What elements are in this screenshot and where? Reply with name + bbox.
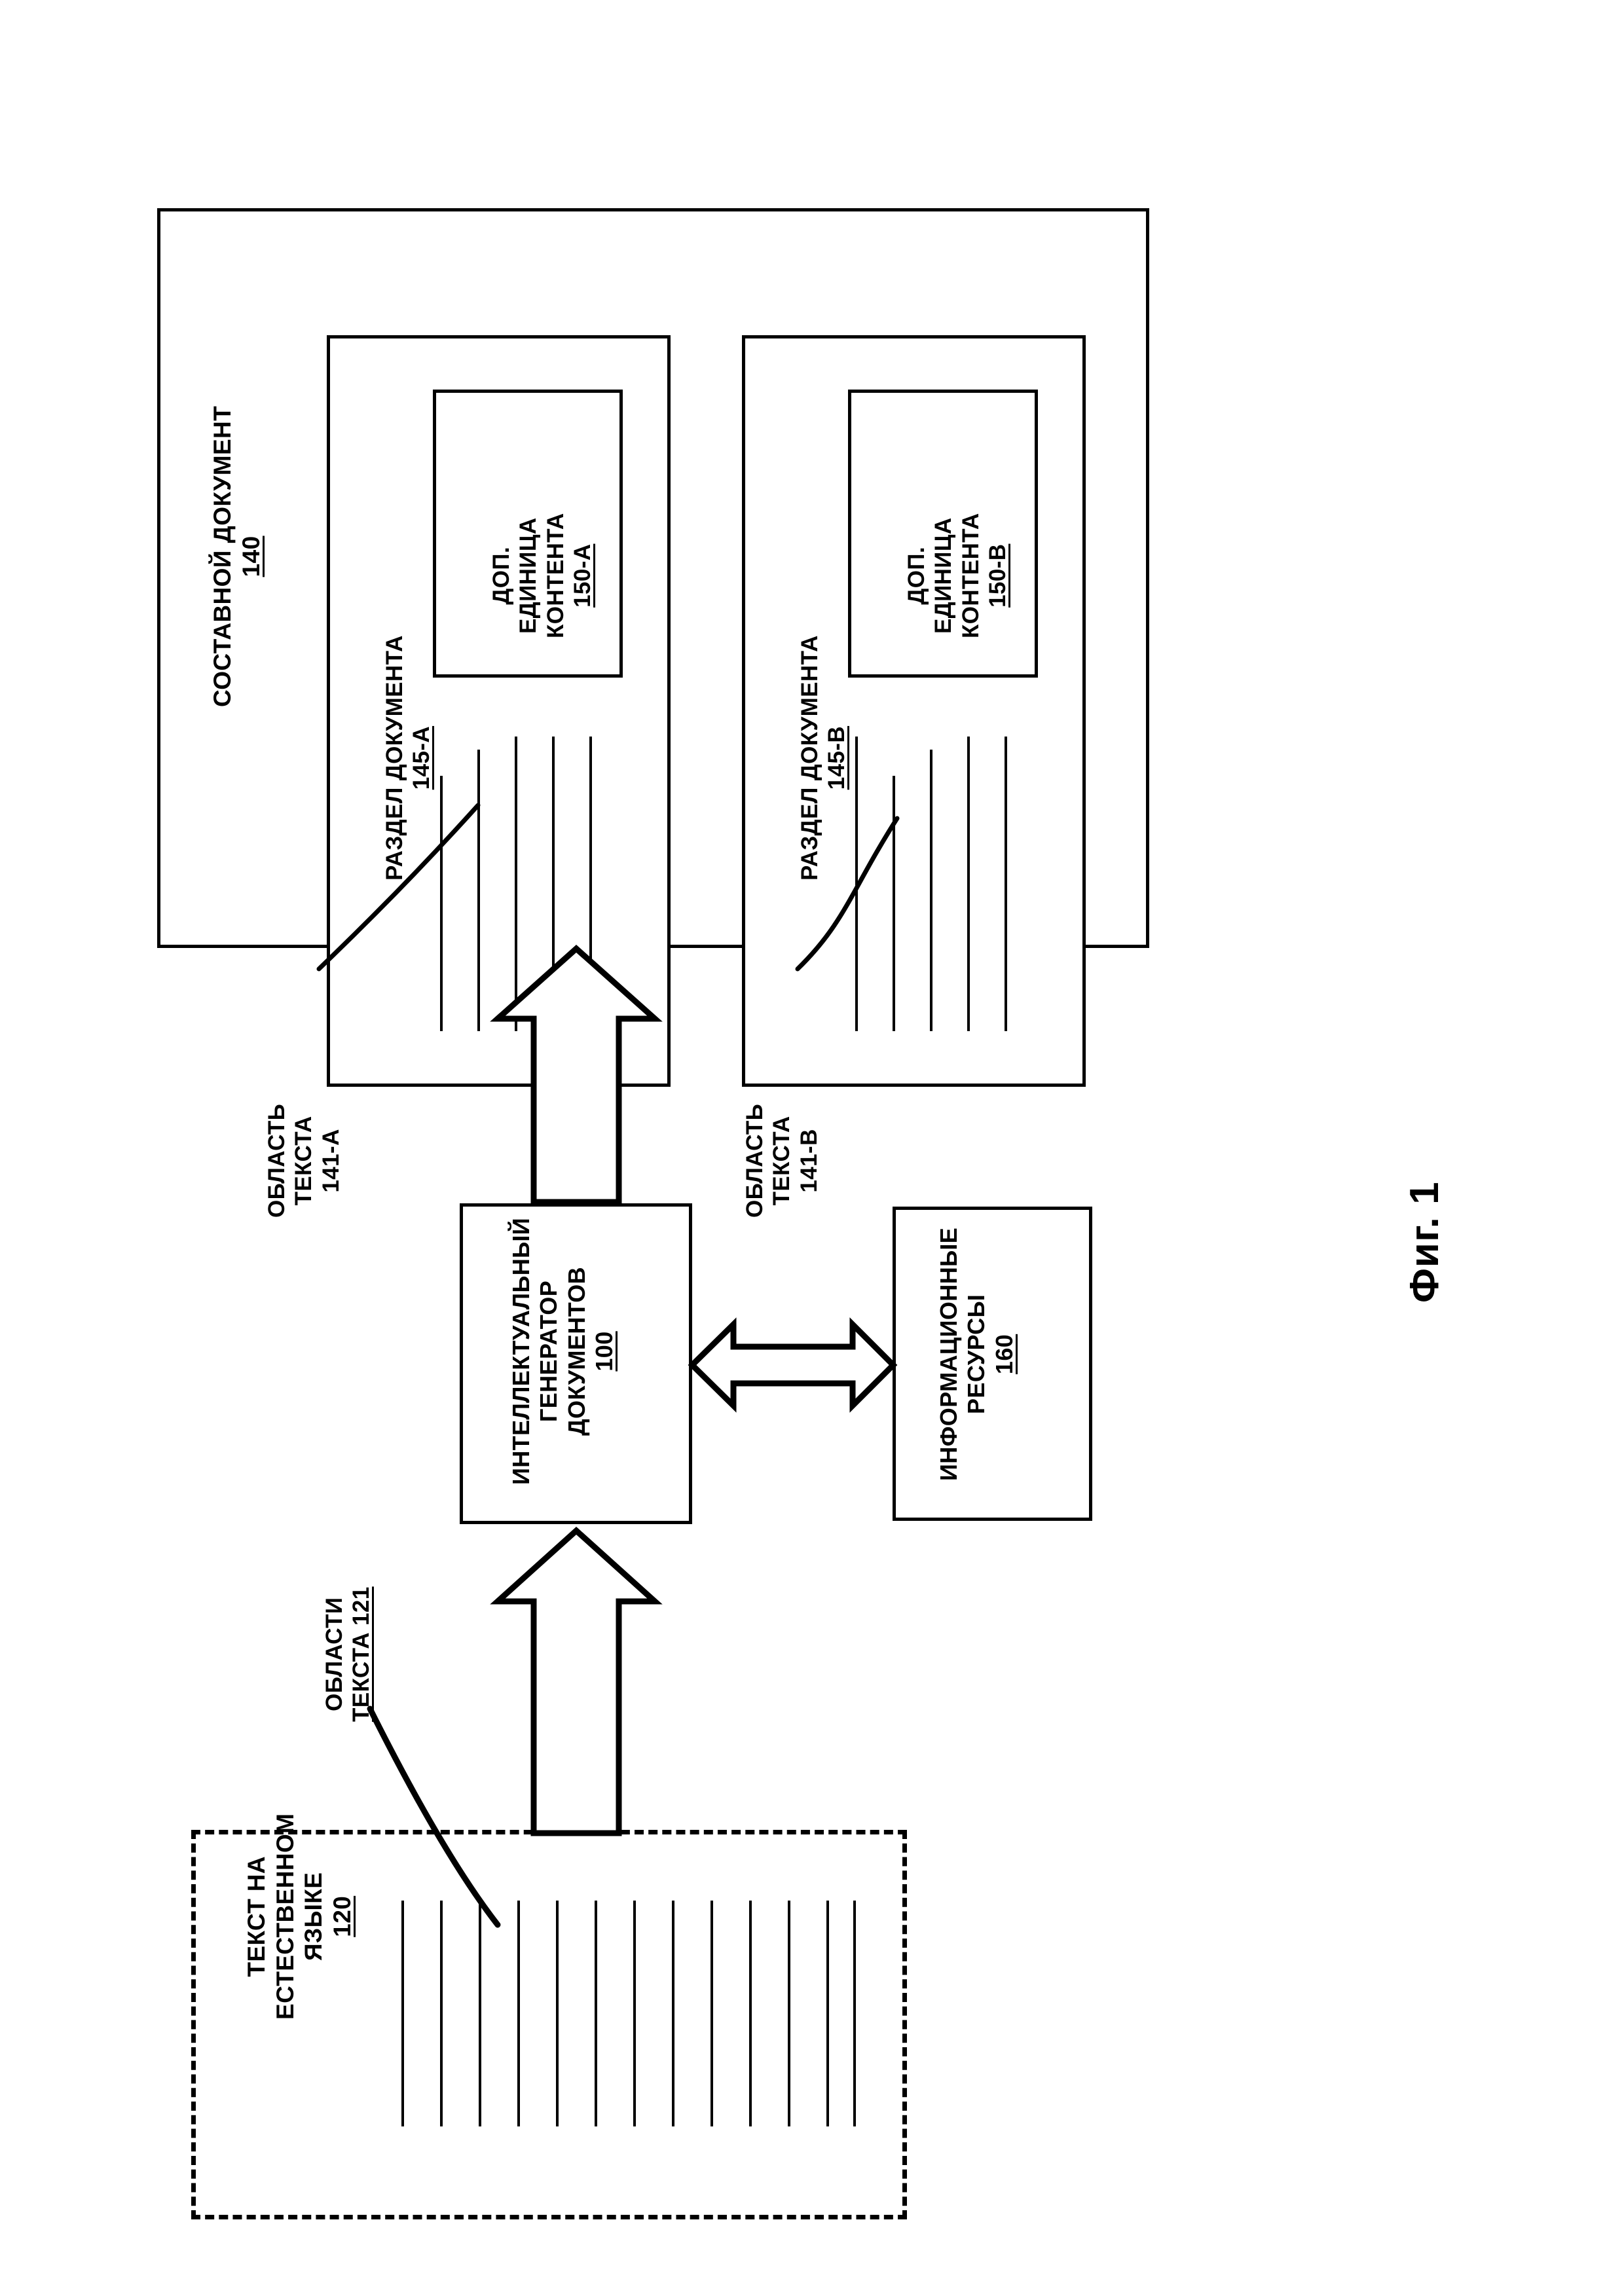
arrow-generator-resources-bidirectional xyxy=(688,1317,898,1413)
generator-number: 100 xyxy=(591,1331,618,1372)
section-a-text-lines xyxy=(440,737,597,1031)
composite-document-label: СОСТАВНОЙ ДОКУМЕНТ 140 xyxy=(208,406,265,707)
document-section-b-number: 145-B xyxy=(824,725,850,790)
natural-language-line3: ЯЗЫКЕ xyxy=(300,1872,327,1961)
generator-box xyxy=(460,1203,692,1524)
document-section-a-title: РАЗДЕЛ ДОКУМЕНТА xyxy=(382,635,407,881)
natural-language-line1: ТЕКСТ НА xyxy=(243,1855,270,1977)
information-resources-label: ИНФОРМАЦИОННЫЕ РЕСУРСЫ 160 xyxy=(935,1228,1018,1481)
text-area-141a-number: 141-A xyxy=(318,1129,344,1193)
document-section-a-label: РАЗДЕЛ ДОКУМЕНТА 145-A xyxy=(381,635,435,881)
content-unit-a-label: ДОП. ЕДИНИЦА КОНТЕНТА 150-A xyxy=(488,513,596,638)
arrow-text-to-generator xyxy=(490,1526,663,1836)
content-unit-b-line1: ДОП. xyxy=(904,546,929,605)
content-unit-a-line2: ЕДИНИЦА xyxy=(515,517,542,634)
text-areas-121-line1: ОБЛАСТИ xyxy=(322,1597,347,1711)
document-section-b-label: РАЗДЕЛ ДОКУМЕНТА 145-B xyxy=(796,635,851,881)
generator-label: ИНТЕЛЛЕКТУАЛЬНЫЙ ГЕНЕРАТОР ДОКУМЕНТОВ 10… xyxy=(507,1218,619,1485)
information-resources-box xyxy=(893,1207,1092,1521)
content-unit-a-line3: КОНТЕНТА xyxy=(542,513,568,638)
information-resources-number: 160 xyxy=(990,1334,1018,1375)
generator-line3: ДОКУМЕНТОВ xyxy=(563,1266,590,1436)
text-area-141a-label: ОБЛАСТЬ ТЕКСТА 141-A xyxy=(263,1104,344,1218)
text-area-141a-line1: ОБЛАСТЬ xyxy=(264,1103,289,1218)
text-area-141b-line1: ОБЛАСТЬ xyxy=(742,1103,767,1218)
content-unit-a-box xyxy=(433,390,623,678)
text-area-141b-label: ОБЛАСТЬ ТЕКСТА 141-B xyxy=(741,1104,822,1218)
natural-language-text-label: ТЕКСТ НА ЕСТЕСТВЕННОМ ЯЗЫКЕ 120 xyxy=(242,1813,357,2020)
content-unit-b-line2: ЕДИНИЦА xyxy=(931,517,957,634)
section-b-text-lines xyxy=(855,737,1012,1031)
document-section-a-number: 145-A xyxy=(409,725,435,790)
text-area-141b-line2: ТЕКСТА xyxy=(769,1116,795,1206)
figure-caption: Фиг. 1 xyxy=(1402,1181,1447,1303)
text-areas-121-label: ОБЛАСТИ ТЕКСТА 121 xyxy=(321,1586,375,1722)
natural-language-line2: ЕСТЕСТВЕННОМ xyxy=(271,1813,299,2020)
information-resources-line2: РЕСУРСЫ xyxy=(963,1294,990,1414)
natural-language-text-lines xyxy=(401,1901,856,2126)
document-section-b-title: РАЗДЕЛ ДОКУМЕНТА xyxy=(797,635,822,881)
natural-language-text-box xyxy=(191,1830,907,2219)
content-unit-b-number: 150-B xyxy=(984,543,1010,608)
generator-line2: ГЕНЕРАТОР xyxy=(535,1280,563,1423)
natural-language-number: 120 xyxy=(328,1895,356,1937)
text-areas-121-line2: ТЕКСТА 121 xyxy=(348,1586,375,1722)
text-area-141a-line2: ТЕКСТА xyxy=(291,1116,317,1206)
composite-document-number: 140 xyxy=(237,536,265,577)
generator-line1: ИНТЕЛЛЕКТУАЛЬНЫЙ xyxy=(507,1217,534,1485)
text-area-141b-number: 141-B xyxy=(796,1129,822,1193)
composite-document-title: СОСТАВНОЙ ДОКУМЕНТ xyxy=(209,405,236,707)
content-unit-a-line1: ДОП. xyxy=(489,546,514,605)
content-unit-b-line3: КОНТЕНТА xyxy=(957,513,984,638)
information-resources-line1: ИНФОРМАЦИОННЫЕ xyxy=(935,1227,962,1481)
content-unit-a-number: 150-A xyxy=(569,543,595,608)
content-unit-b-label: ДОП. ЕДИНИЦА КОНТЕНТА 150-B xyxy=(903,513,1011,638)
content-unit-b-box xyxy=(848,390,1038,678)
